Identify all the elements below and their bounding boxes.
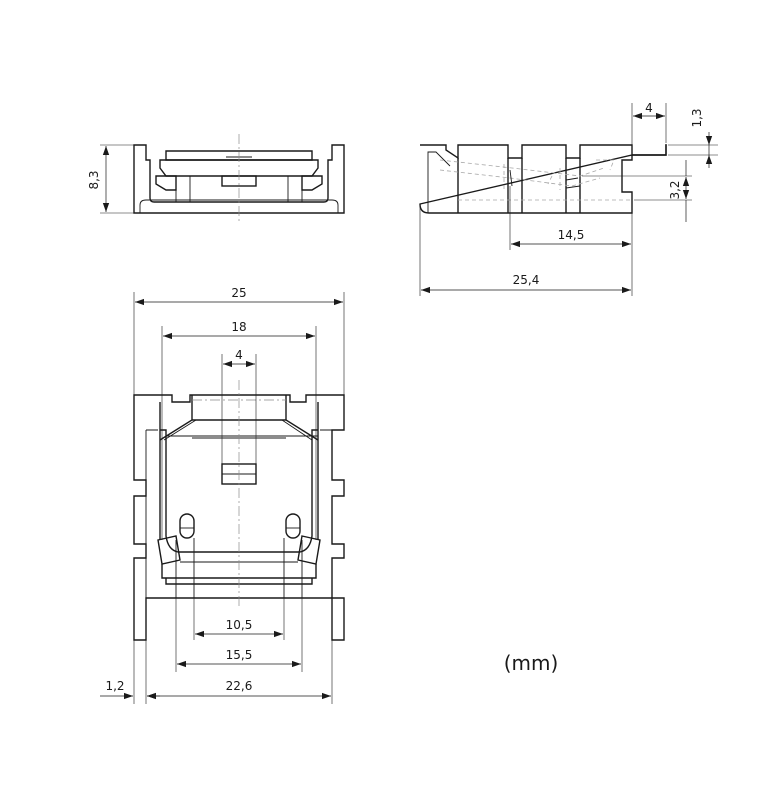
front-height-label: 8,3 (87, 170, 101, 189)
top-outer-contact-spacing-label: 15,5 (226, 648, 253, 662)
front-view-latch-left (155, 175, 177, 191)
top-view-contact-right (285, 513, 301, 539)
top-inner-width-label: 18 (231, 320, 246, 334)
front-view-post-left (175, 176, 191, 202)
side-inner-length-label: 14,5 (558, 228, 585, 242)
front-view-post-right (287, 176, 303, 202)
side-view-segments (457, 158, 581, 213)
front-view-frame (133, 144, 345, 214)
top-overall-width-label: 25 (231, 286, 246, 300)
top-center-width-label: 4 (235, 348, 243, 362)
units-label: (mm) (504, 651, 559, 675)
front-view-base (139, 199, 339, 213)
top-wall-thickness-label: 1,2 (105, 679, 124, 693)
top-view-clip-left (157, 535, 181, 565)
side-tab-height-label: 1,3 (690, 108, 704, 127)
side-view: 4 1,3 3,2 14,5 25,4 (419, 101, 718, 296)
side-total-length-label: 25,4 (513, 273, 540, 287)
top-view-clip-right (297, 535, 321, 565)
side-view-outline (419, 144, 667, 214)
front-view-latch-right (301, 175, 323, 191)
side-tab-width-label: 4 (645, 101, 653, 115)
top-body-width-label: 22,6 (226, 679, 253, 693)
front-view: 8,3 (87, 134, 345, 222)
side-slot-height-label: 3,2 (668, 180, 682, 199)
top-contact-spacing-label: 10,5 (226, 618, 253, 632)
top-view-inner-walls (145, 429, 333, 598)
top-view-contact-left (179, 513, 195, 539)
side-view-hidden-lever (439, 159, 630, 201)
top-view: 25 18 4 10,5 15,5 1,2 22,6 (100, 286, 345, 704)
